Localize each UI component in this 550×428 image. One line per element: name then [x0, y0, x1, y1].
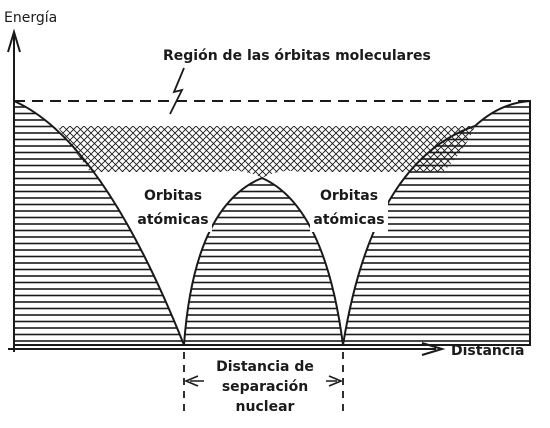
left-atomic-label-bg — [134, 184, 212, 232]
y-axis-label: Energía — [4, 10, 57, 26]
left-potential-well — [13, 99, 186, 346]
right-atomic-label-line1: Orbitas — [320, 188, 378, 204]
separation-label-line3: nuclear — [236, 399, 295, 415]
y-axis-arrow — [7, 28, 21, 53]
right-atomic-label-bg — [310, 184, 388, 232]
x-axis-arrow — [421, 342, 446, 356]
right-potential-well — [341, 99, 531, 346]
region-pointer — [169, 67, 185, 115]
molecular-orbital-region — [57, 126, 475, 178]
x-axis-label: Distancia — [451, 343, 524, 359]
right-atomic-label-line2: atómicas — [313, 212, 384, 228]
region-title: Región de las órbitas moleculares — [163, 48, 431, 64]
left-atomic-label-line2: atómicas — [137, 212, 208, 228]
central-potential-peak — [182, 176, 345, 346]
left-atomic-label-line1: Orbitas — [144, 188, 202, 204]
separation-label-line1: Distancia de — [216, 359, 314, 375]
separation-label-line2: separación — [222, 379, 308, 395]
separation-label-bg — [204, 355, 326, 417]
separation-arrow-head-right — [328, 375, 344, 387]
separation-arrow-head-left — [183, 375, 199, 387]
